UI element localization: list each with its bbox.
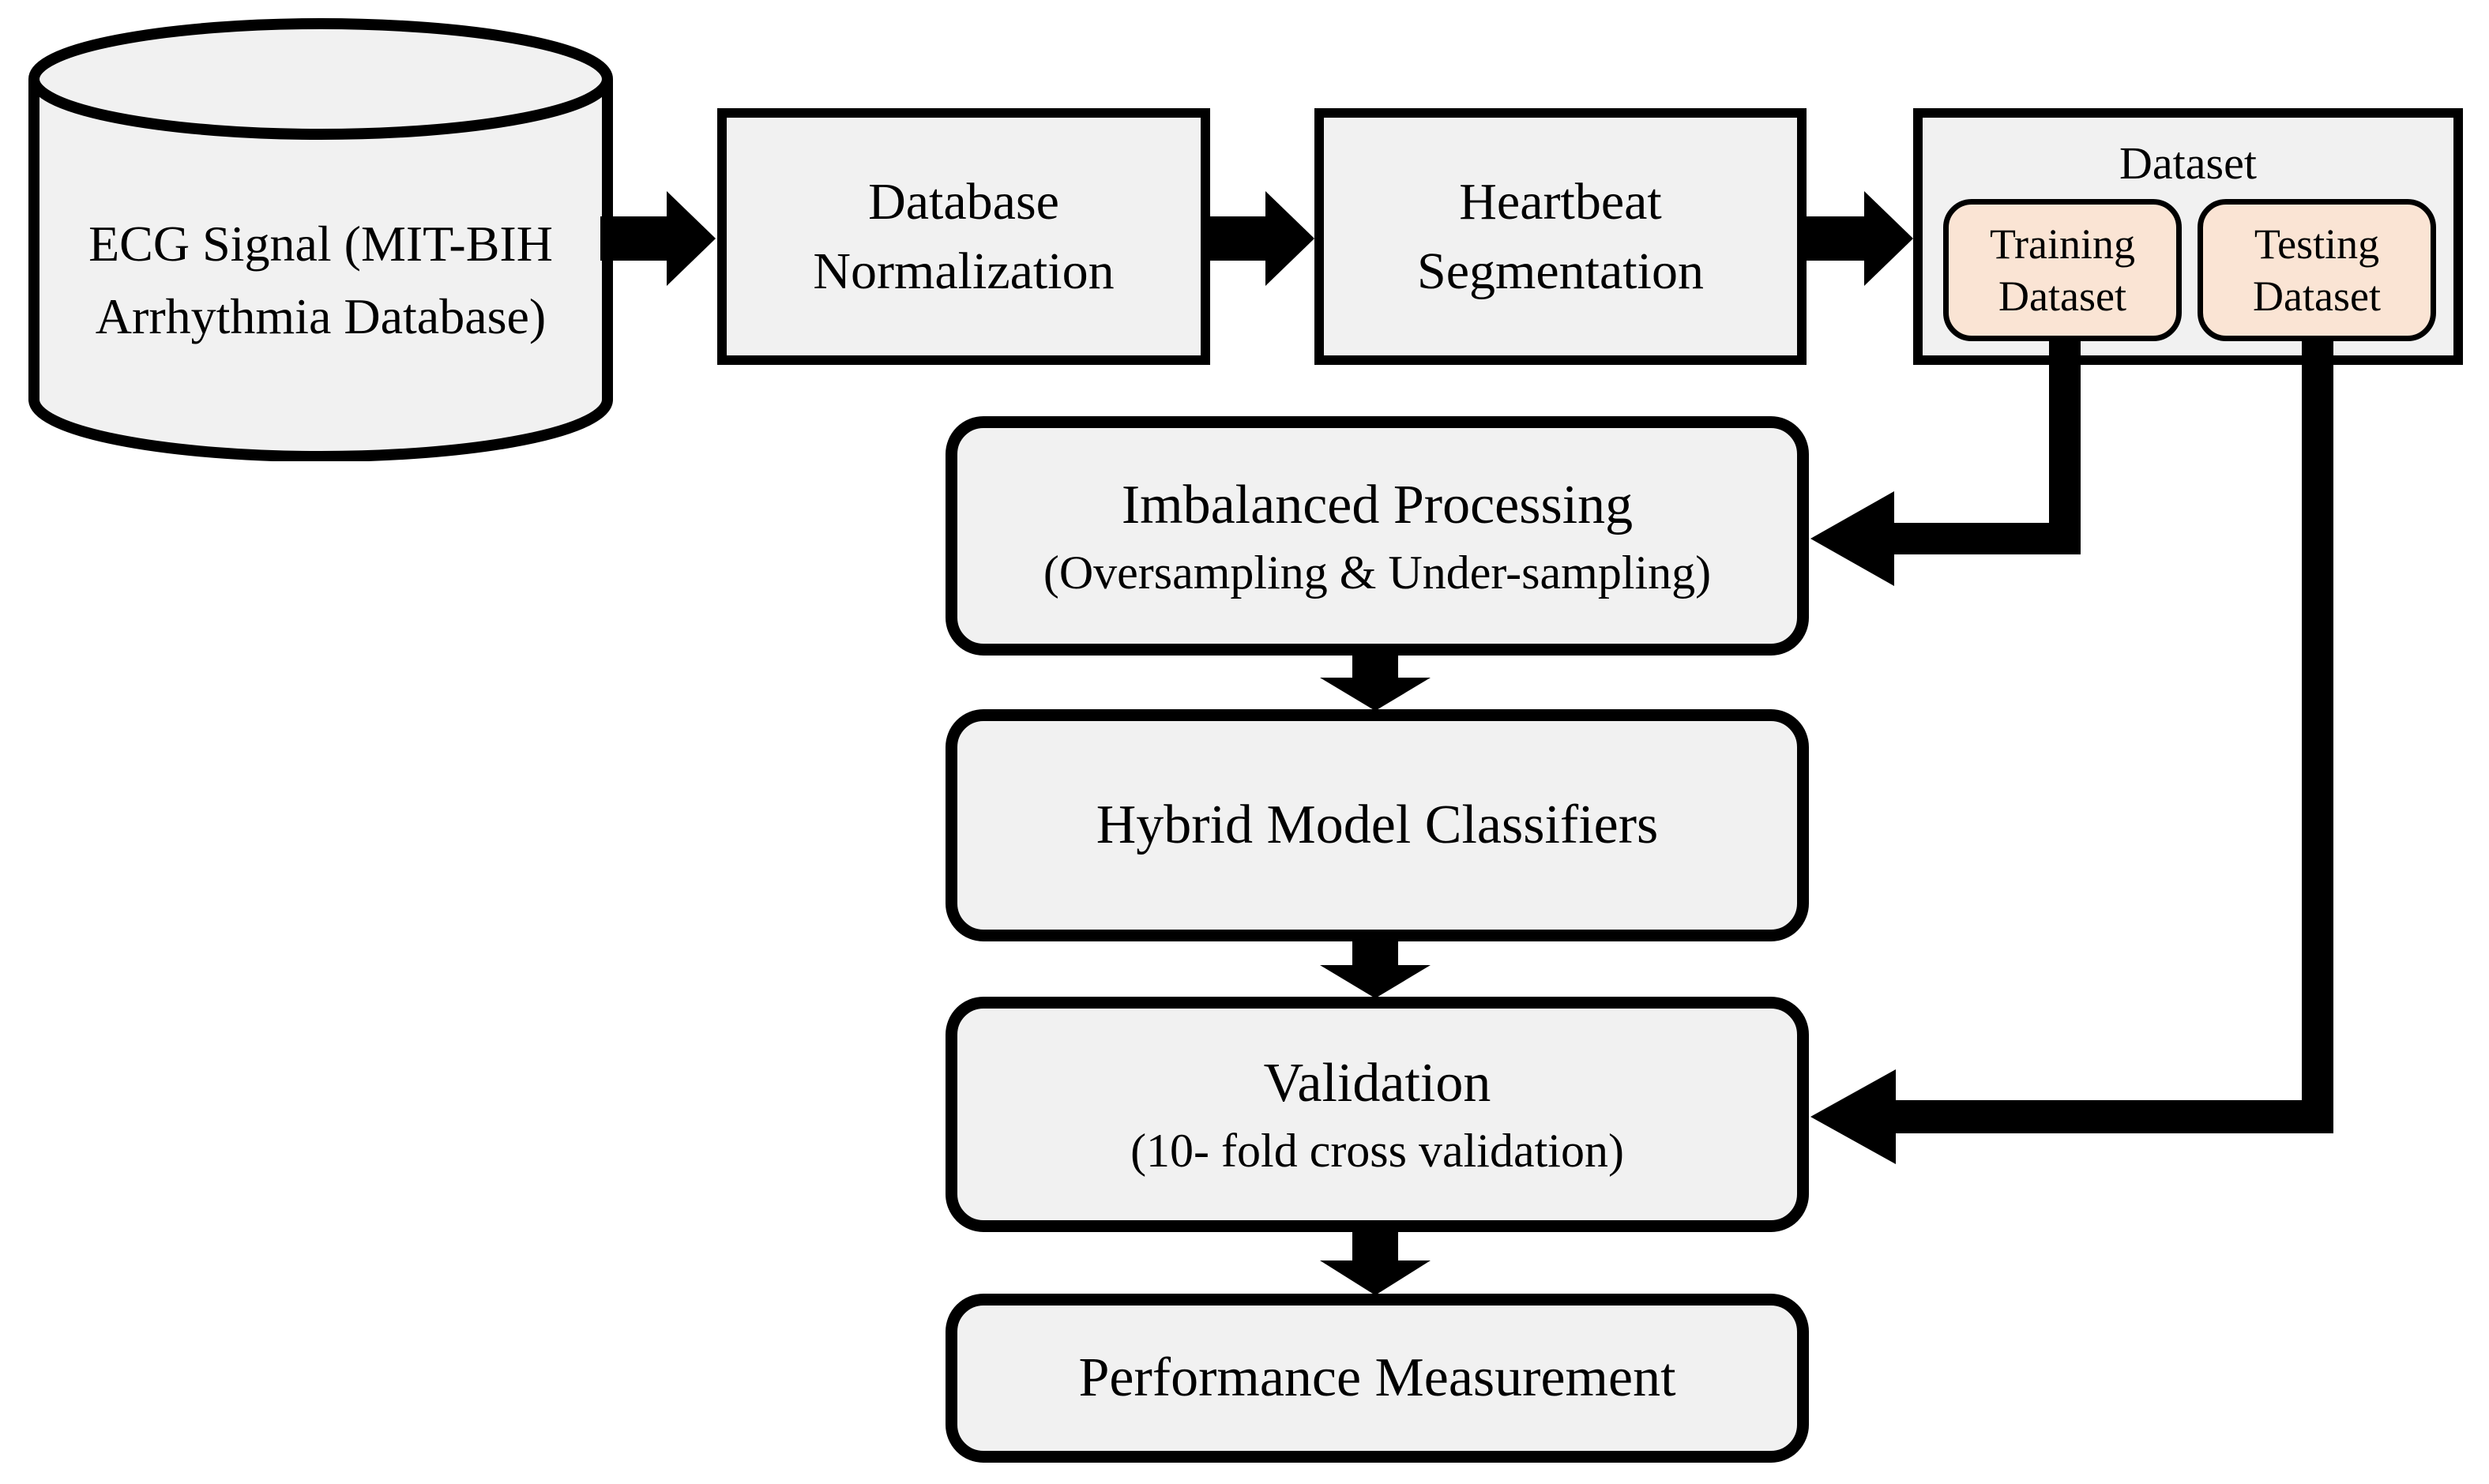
arrow-normalization-to-segmentation-icon: [1207, 191, 1314, 286]
hybrid-model-classifiers-box: Hybrid Model Classifiers: [946, 709, 1809, 941]
validation-subtitle: (10- fold cross validation): [1130, 1125, 1624, 1177]
arrow-ecg-to-normalization-icon: [600, 191, 716, 286]
ecg-database-label: ECG Signal (MIT-BIH Arrhythmia Database): [28, 13, 613, 461]
performance-measurement-title: Performance Measurement: [1078, 1347, 1676, 1408]
arrow-imbalanced-to-hybrid-icon: [1320, 649, 1431, 711]
testing-dataset-pill: Testing Dataset: [2198, 199, 2436, 341]
connector-training-to-imbalanced-icon: [1810, 336, 2081, 586]
validation-title: Validation: [1263, 1053, 1491, 1114]
database-normalization-label-line2: Normalization: [813, 242, 1115, 300]
imbalanced-processing-subtitle: (Oversampling & Under-sampling): [1043, 546, 1712, 599]
arrow-validation-to-performance-icon: [1320, 1226, 1431, 1295]
training-dataset-pill: Training Dataset: [1943, 199, 2182, 341]
ecg-database-label-line1: ECG Signal (MIT-BIH: [88, 216, 553, 272]
imbalanced-processing-title: Imbalanced Processing: [1121, 474, 1634, 535]
heartbeat-segmentation-label-line1: Heartbeat: [1459, 172, 1662, 231]
training-dataset-label-line1: Training: [1989, 220, 2136, 268]
ecg-database-label-line2: Arrhythmia Database): [95, 288, 547, 344]
database-normalization-label-line1: Database: [868, 172, 1059, 231]
arrow-segmentation-to-dataset-icon: [1804, 191, 1913, 286]
arrow-hybrid-to-validation-icon: [1320, 937, 1431, 998]
dataset-title: Dataset: [2119, 137, 2257, 189]
validation-box: Validation (10- fold cross validation): [946, 997, 1809, 1232]
training-dataset-label-line2: Dataset: [1998, 272, 2126, 320]
imbalanced-processing-box: Imbalanced Processing (Oversampling & Un…: [946, 416, 1809, 656]
testing-dataset-label-line2: Dataset: [2253, 272, 2381, 320]
ecg-database-cylinder: ECG Signal (MIT-BIH Arrhythmia Database): [28, 13, 613, 461]
heartbeat-segmentation-label-line2: Segmentation: [1417, 242, 1704, 300]
dataset-box: Dataset Training Dataset Testing Dataset: [1913, 108, 2463, 365]
heartbeat-segmentation-box: Heartbeat Segmentation: [1314, 108, 1807, 365]
hybrid-model-classifiers-title: Hybrid Model Classifiers: [1096, 795, 1659, 855]
cylinder-shape-icon: [28, 18, 613, 461]
testing-dataset-label-line1: Testing: [2254, 220, 2380, 268]
connector-testing-to-validation-icon: [1810, 336, 2333, 1164]
database-normalization-box: Database Normalization: [717, 108, 1210, 365]
performance-measurement-box: Performance Measurement: [946, 1294, 1809, 1463]
